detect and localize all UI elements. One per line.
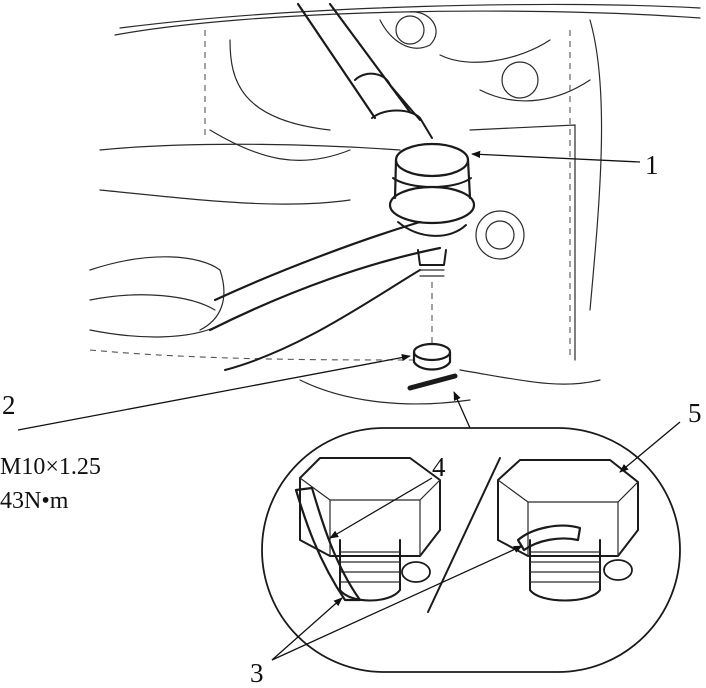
leader-arrow-detail [453, 391, 471, 429]
chassis-background [89, 3, 701, 405]
callout-1: 1 [645, 150, 659, 180]
leader-2 [17, 353, 411, 431]
leader-4 [329, 477, 433, 539]
leader-5 [619, 421, 681, 473]
torque-spec: 43N•m [0, 488, 69, 514]
leader-3b [271, 545, 523, 661]
steering-arm [208, 2, 442, 371]
callout-3: 3 [250, 658, 264, 688]
detail-nut-pin-straight [497, 459, 639, 602]
callout-2: 2 [2, 390, 16, 420]
leader-lines [17, 150, 681, 661]
detail-view [261, 427, 681, 673]
leader-3a [271, 597, 343, 661]
detail-divider [427, 457, 501, 613]
tie-rod-end-ball-joint [388, 142, 476, 277]
detail-nut-pin-bent [294, 457, 441, 602]
cotter-pin [407, 373, 458, 391]
callout-5: 5 [688, 398, 702, 428]
leader-1 [471, 150, 641, 163]
callout-4: 4 [432, 452, 446, 482]
castle-nut [412, 282, 452, 371]
thread-spec: M10×1.25 [0, 454, 101, 480]
